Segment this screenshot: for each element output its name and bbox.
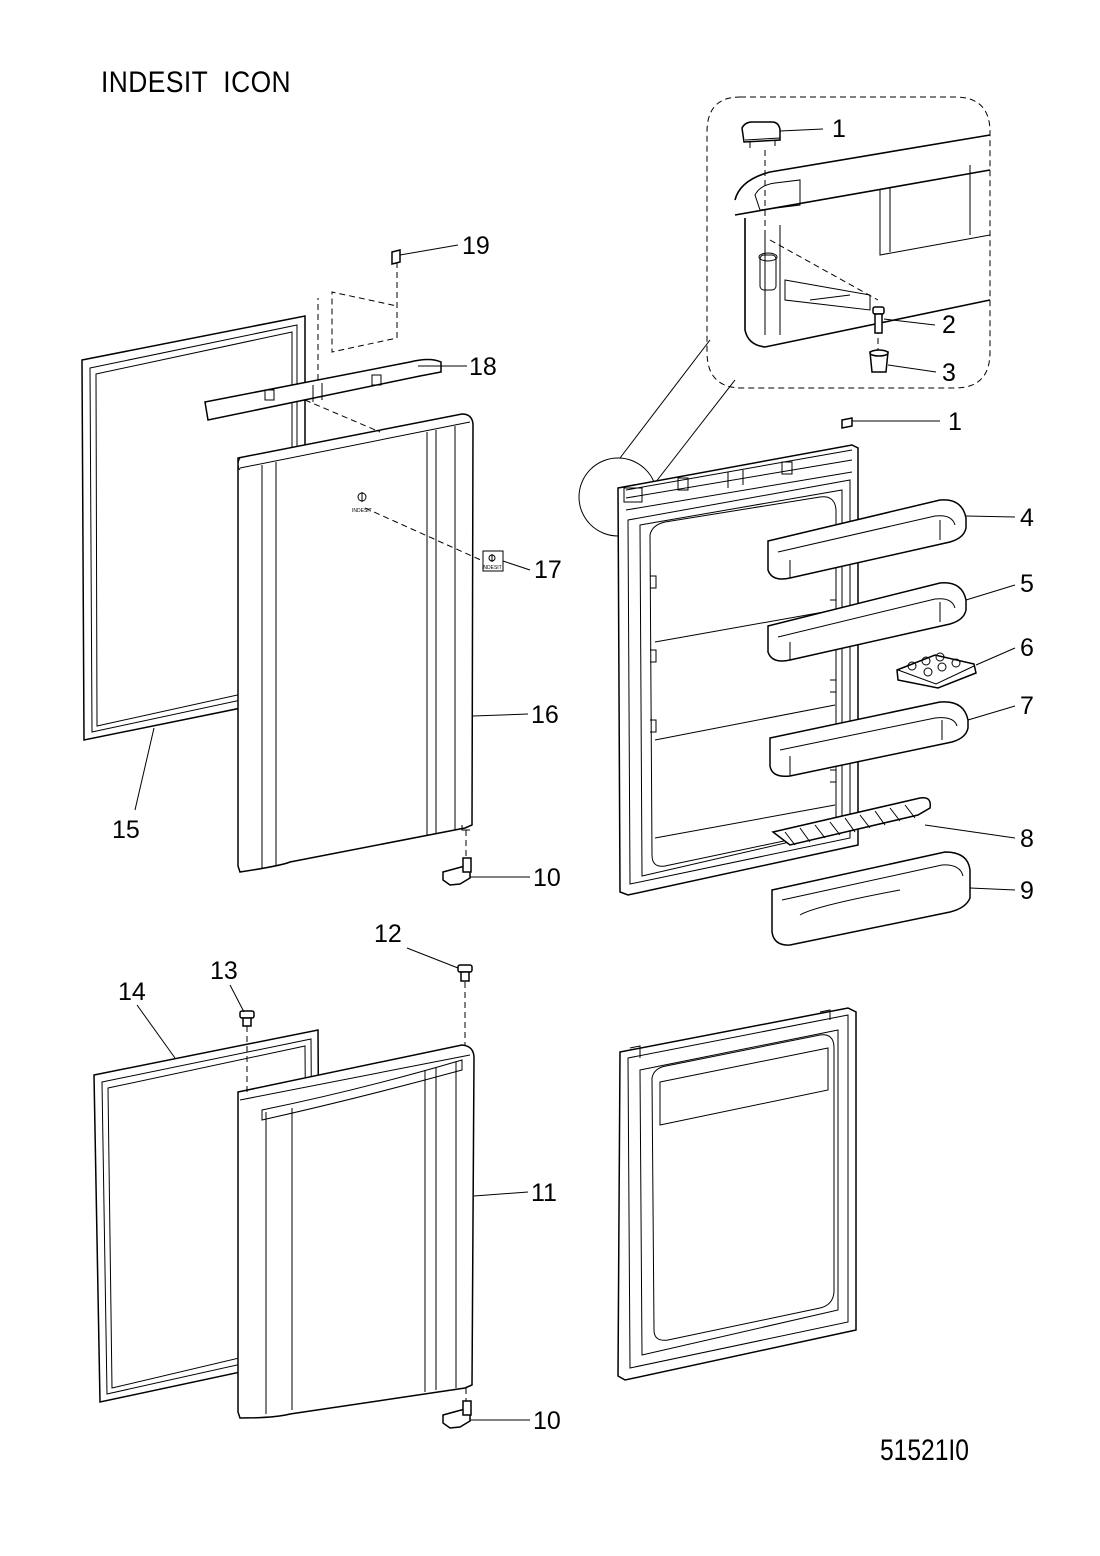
callout-14: 14 <box>118 978 146 1006</box>
callout-10-lower: 10 <box>533 1407 561 1435</box>
callout-16: 16 <box>531 701 559 729</box>
plug-part <box>841 417 853 429</box>
door-shelf-4 <box>767 499 967 580</box>
callout-9: 9 <box>1020 877 1034 905</box>
fridge-door-16 <box>237 413 474 873</box>
door-logo-text: INDESIT <box>352 508 372 514</box>
door-logo: INDESIT <box>352 492 372 514</box>
screw-12 <box>457 964 473 982</box>
callout-4: 4 <box>1020 504 1034 532</box>
door-bin-9 <box>771 851 971 946</box>
logo-badge-text: INDESIT <box>482 565 502 571</box>
door-shelf-5 <box>767 582 967 662</box>
door-shelf-7 <box>769 701 969 778</box>
callout-12: 12 <box>374 920 402 948</box>
hinge-10-upper <box>442 857 472 886</box>
callout-15: 15 <box>112 816 140 844</box>
detail-inset <box>706 96 991 389</box>
freezer-door-11 <box>237 1044 475 1419</box>
callout-10-upper: 10 <box>533 864 561 892</box>
callout-1: 1 <box>948 408 962 436</box>
page-title: INDESIT ICON <box>101 66 292 99</box>
callout-6: 6 <box>1020 634 1034 662</box>
logo-badge: INDESIT <box>482 550 504 572</box>
callout-19: 19 <box>462 232 490 260</box>
callout-11: 11 <box>531 1179 557 1207</box>
callout-5: 5 <box>1020 570 1034 598</box>
drawing-code: 51521I0 <box>880 1434 969 1467</box>
cap-part <box>391 249 401 265</box>
callout-8: 8 <box>1020 825 1034 853</box>
callout-2: 2 <box>942 311 956 339</box>
callout-numbers: 1 2 3 1 4 5 6 7 8 9 10 10 11 12 13 14 15… <box>112 115 1034 1435</box>
callout-1-detail: 1 <box>832 115 846 143</box>
hinge-10-lower <box>442 1400 472 1429</box>
screw-13 <box>239 1010 255 1027</box>
callout-17: 17 <box>534 556 562 584</box>
callout-3: 3 <box>942 359 956 387</box>
freezer-door-liner <box>617 1007 857 1381</box>
callout-7: 7 <box>1020 692 1034 720</box>
callout-18: 18 <box>469 353 497 381</box>
egg-tray <box>896 652 977 689</box>
callout-13: 13 <box>210 957 238 985</box>
top-trim-18 <box>204 358 442 421</box>
leader-lines <box>134 128 1016 1421</box>
bottle-rack <box>771 796 932 846</box>
